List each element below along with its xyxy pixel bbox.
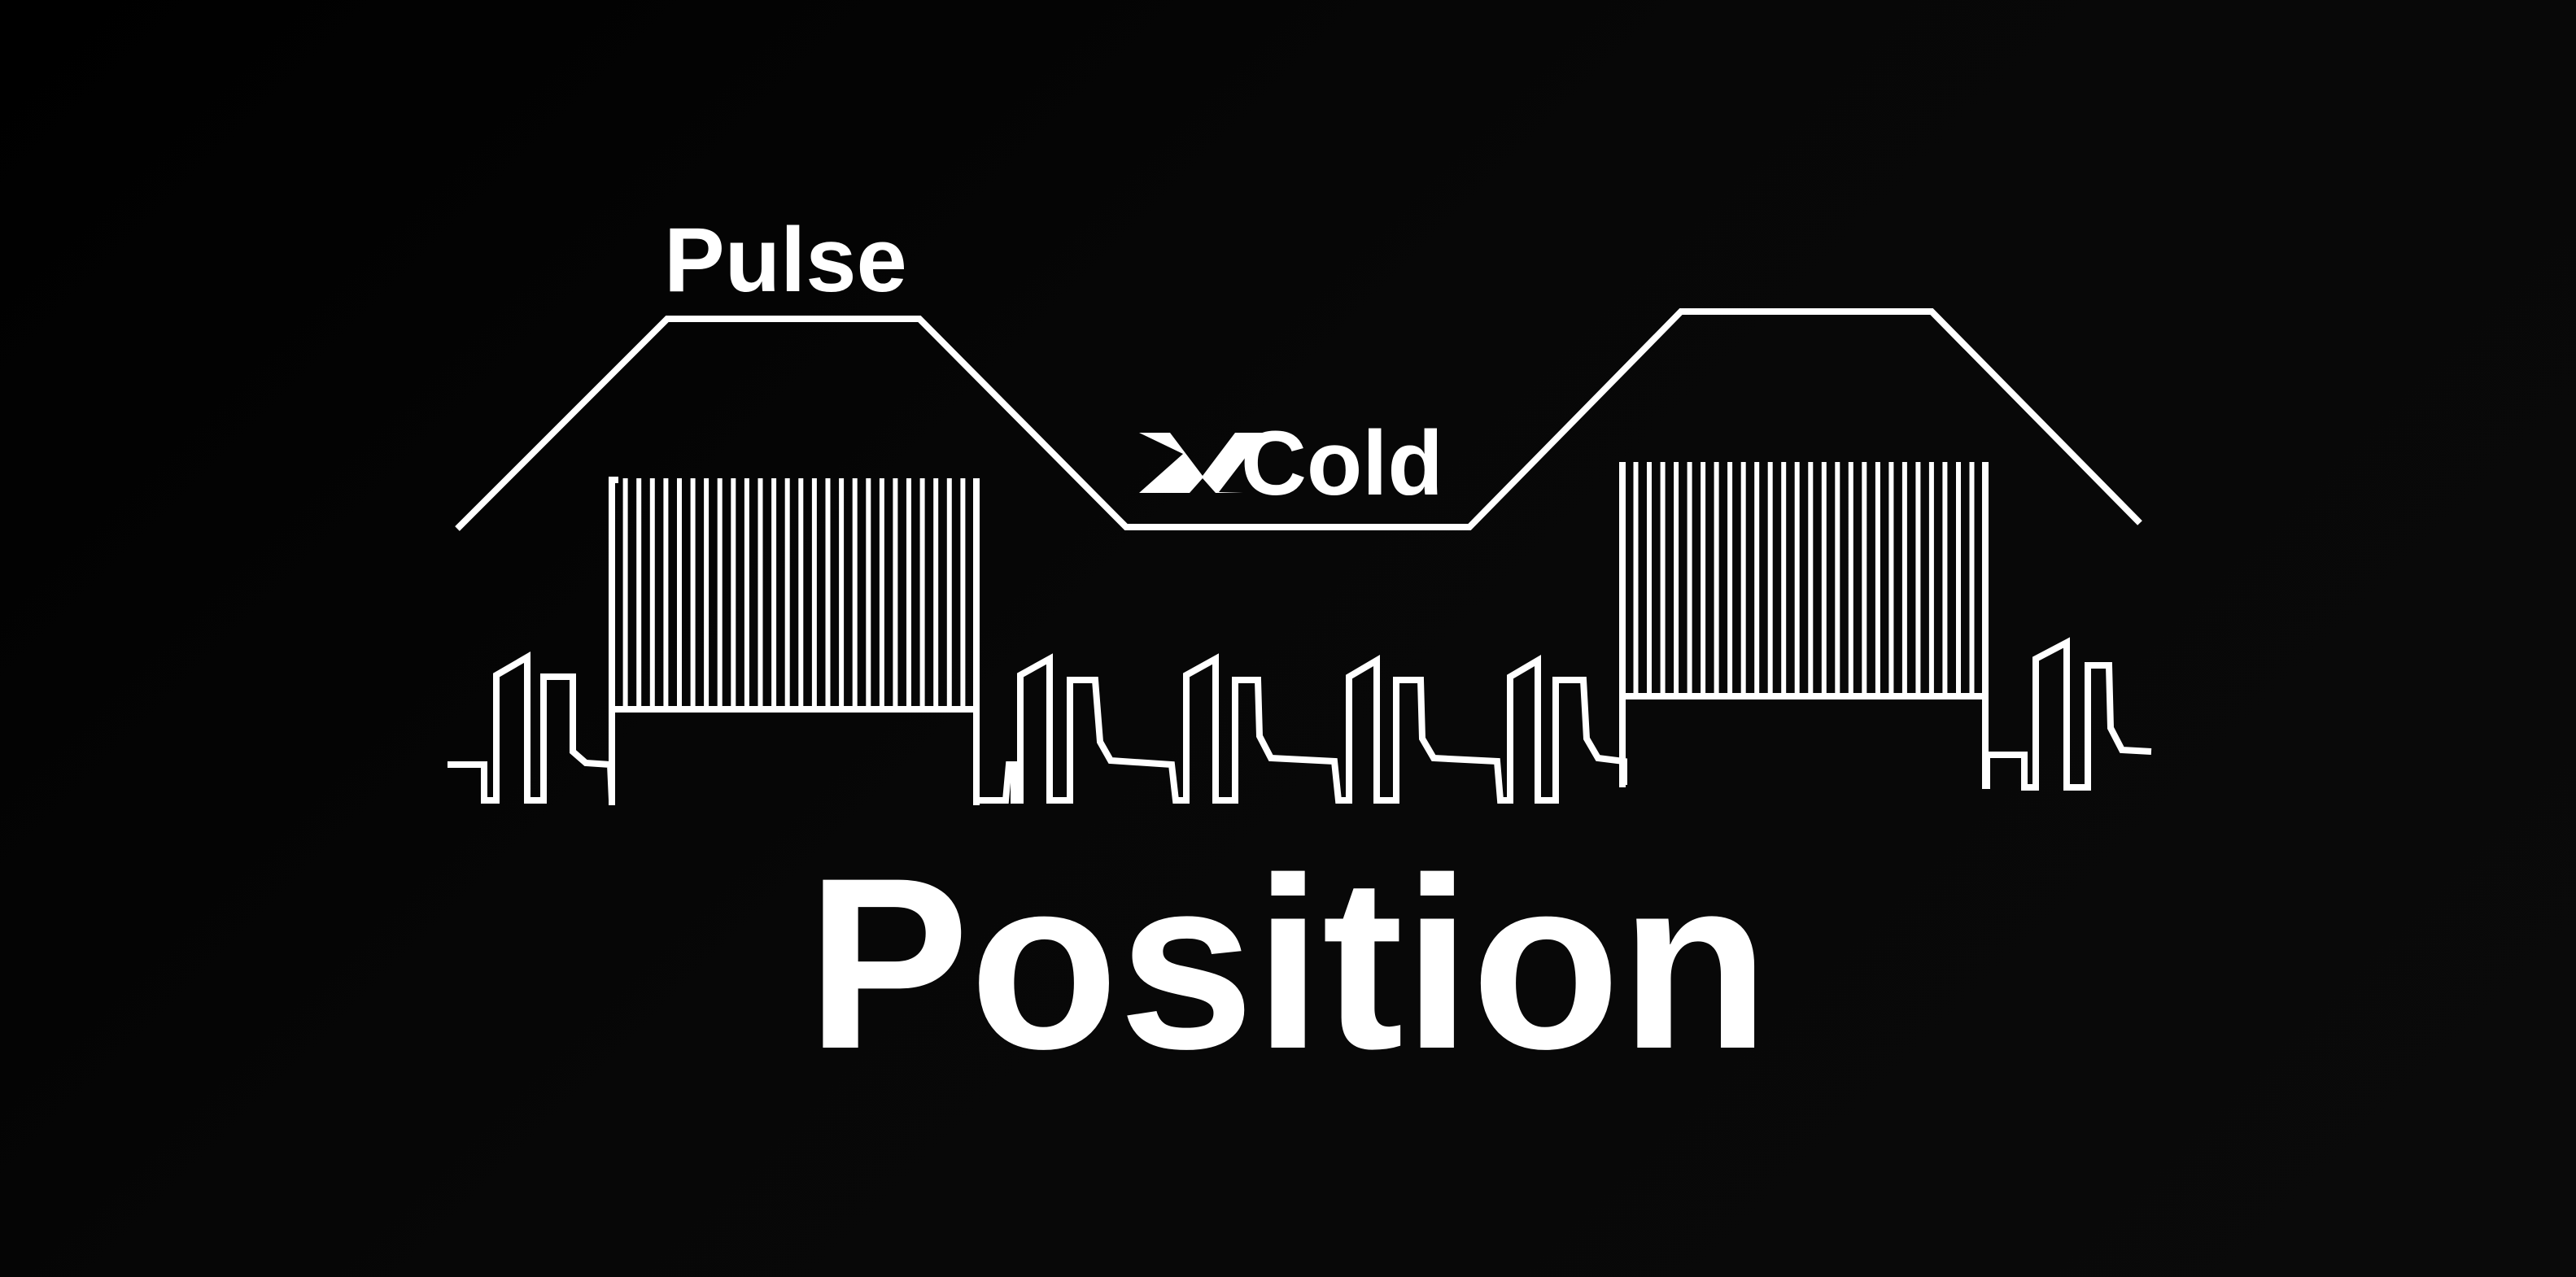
x-mark-logo-icon	[1139, 433, 1264, 493]
lower-waveform-segment-2	[973, 653, 1627, 804]
pulse-train-right	[1619, 462, 1989, 787]
position-title: Position	[806, 826, 1769, 1100]
pulse-train-left	[609, 478, 980, 805]
envelope-line	[455, 308, 2142, 531]
pulse-label: Pulse	[664, 209, 907, 311]
lower-waveform-segment-1	[448, 477, 618, 804]
cold-brand-label: Cold	[1241, 412, 1443, 514]
lower-waveform-segment-3	[1982, 637, 2152, 791]
